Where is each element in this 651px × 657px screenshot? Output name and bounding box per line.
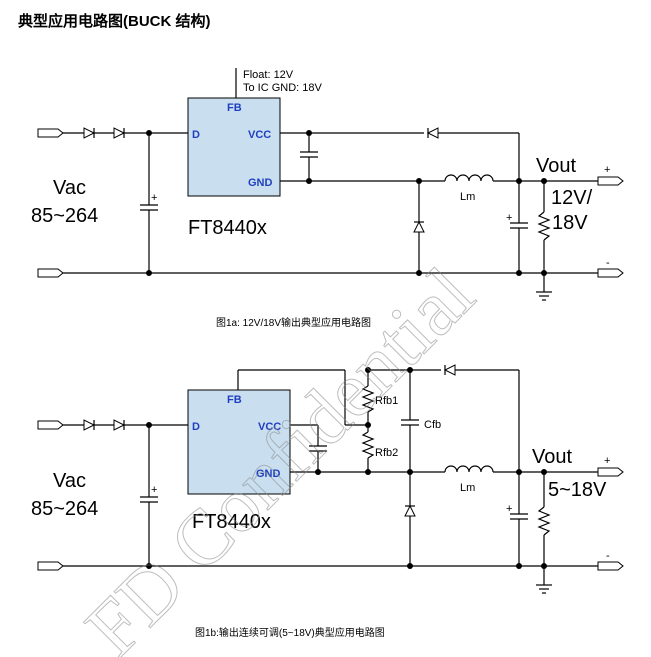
output-minus-a: - — [606, 257, 610, 269]
output-minus-b: - — [606, 550, 610, 562]
inductor-label-a: Lm — [460, 191, 475, 203]
pin-vcc-a: VCC — [248, 129, 271, 141]
input-range-b: 85~264 — [31, 498, 98, 520]
resistor-rfb2 — [361, 431, 375, 459]
input-cap-plus-b: + — [151, 484, 157, 496]
caption-1b: 图1b:输出连续可调(5~18V)典型应用电路图 — [195, 626, 385, 639]
pin-fb-a: FB — [227, 102, 242, 114]
feedback-diode-b — [443, 364, 456, 376]
input-range-a: 85~264 — [31, 205, 98, 227]
watermark: FD Confidential — [69, 250, 491, 657]
rfb2-label: Rfb2 — [375, 447, 398, 459]
output-label-b: Vout — [532, 446, 572, 468]
pin-fb-b: FB — [227, 394, 242, 406]
pin-gnd-b: GND — [256, 468, 281, 480]
output-plus-b: + — [604, 455, 610, 467]
ic-name-b: FT8440x — [192, 511, 271, 533]
resistor-rfb1 — [361, 385, 375, 413]
output-terminal-minus-a — [597, 268, 624, 278]
freewheel-diode-a — [413, 220, 425, 233]
output-cap-plus-a: + — [506, 212, 512, 224]
input-terminal-top — [37, 128, 64, 138]
load-resistor-b — [537, 506, 551, 536]
pin-gnd-a: GND — [248, 177, 273, 189]
rectifier-diode-1-b — [83, 419, 96, 431]
input-cap-plus: + — [151, 192, 157, 204]
output-label-a: Vout — [536, 155, 576, 177]
input-terminal-bottom-b — [37, 561, 64, 571]
freewheel-diode-b — [404, 504, 416, 517]
output-cap-plus-b: + — [506, 503, 512, 515]
fb-note-line2: To IC GND: 18V — [243, 82, 323, 94]
page-title: 典型应用电路图(BUCK 结构) — [18, 13, 211, 30]
input-label-b: Vac — [53, 470, 86, 492]
output-value-a-1: 12V/ — [551, 187, 593, 209]
cfb-label: Cfb — [424, 419, 441, 431]
feedback-diode-a — [426, 127, 439, 139]
output-plus-a: + — [604, 164, 610, 176]
pin-vcc-b: VCC — [258, 421, 281, 433]
pin-d-b: D — [192, 421, 200, 433]
input-terminal-bottom — [37, 268, 64, 278]
caption-1a: 图1a: 12V/18V输出典型应用电路图 — [216, 316, 371, 329]
output-value-b: 5~18V — [548, 479, 607, 501]
rfb1-label: Rfb1 — [375, 395, 398, 407]
load-resistor-a — [537, 211, 551, 241]
output-value-a-2: 18V — [552, 212, 588, 234]
inductor-label-b: Lm — [460, 482, 475, 494]
input-label-a: Vac — [53, 177, 86, 199]
pin-d-a: D — [192, 129, 200, 141]
output-terminal-minus-b — [597, 561, 624, 571]
ic-ft8440x-b — [187, 389, 291, 495]
rectifier-diode-1 — [83, 127, 96, 139]
ic-name-a: FT8440x — [188, 217, 267, 239]
inductor-lm-b — [444, 465, 494, 473]
rectifier-diode-2 — [113, 127, 126, 139]
input-terminal-top-b — [37, 420, 64, 430]
output-terminal-plus-b — [597, 467, 624, 477]
figure-1b: + FB D VCC GND Rfb1 Rfb2 — [31, 364, 624, 639]
figure-1a: + FB D VCC GND Float: 12V To IC GND: 18V… — [31, 68, 624, 329]
output-terminal-plus-a — [597, 176, 624, 186]
fb-note-line1: Float: 12V — [243, 69, 294, 81]
ic-ft8440x-a — [187, 97, 281, 197]
rectifier-diode-2-b — [113, 419, 126, 431]
inductor-lm-a — [444, 174, 494, 182]
